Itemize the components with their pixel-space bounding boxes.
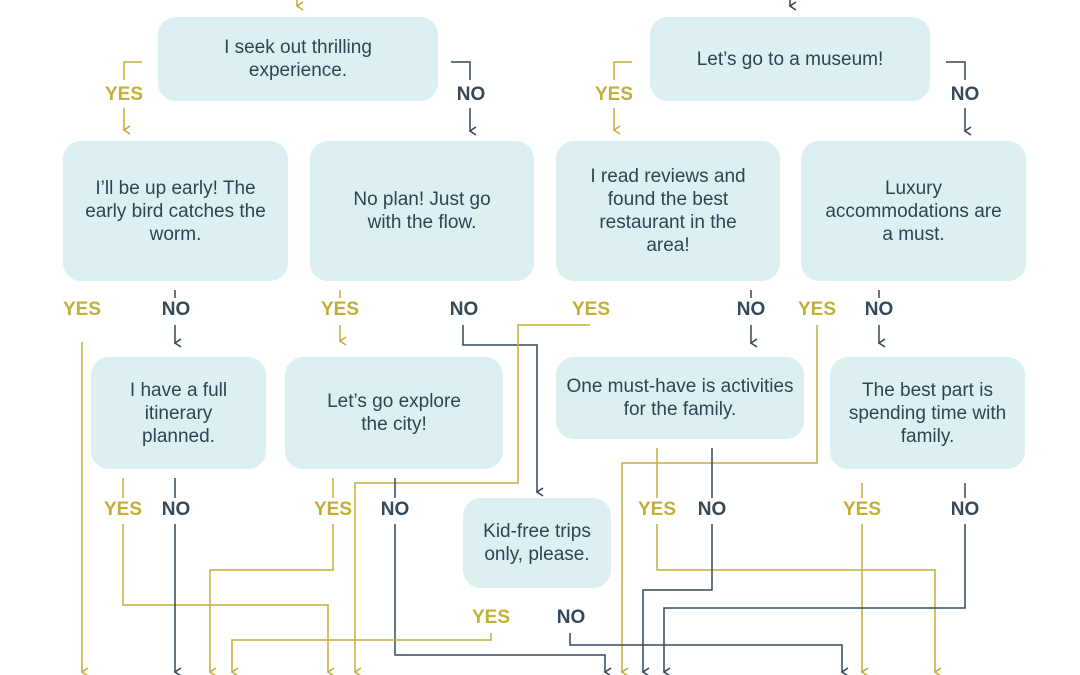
node-museum: Let’s go to a museum! [650,17,930,101]
label-luxury-yes: YES [797,299,837,320]
familyact-no-line [643,448,713,672]
label-reviews-yes: YES [571,299,611,320]
familyact-yes-line [656,448,935,672]
node-family-time: The best part is spending time with fami… [830,357,1025,469]
node-thrill: I seek out thrilling experience. [158,17,438,101]
node-itinerary: I have a full itinerary planned. [91,357,266,469]
museum-yes-line [614,61,632,130]
label-itinerary-no: NO [161,499,191,520]
label-kidfree-yes: YES [471,607,511,628]
node-luxury: Luxury accommodations are a must. [801,141,1026,281]
museum-no-line [946,61,965,131]
label-explore-no: NO [380,499,410,520]
explore-yes-line [210,478,334,672]
node-kid-free: Kid-free trips only, please. [463,498,611,588]
label-familytime-no: NO [950,499,980,520]
label-familyact-no: NO [697,499,727,520]
thrill-no-line [451,61,470,131]
label-kidfree-no: NO [556,607,586,628]
label-reviews-no: NO [736,299,766,320]
label-museum-yes: YES [594,84,634,105]
node-early-bird: I’ll be up early! The early bird catches… [63,141,288,281]
familytime-no-line [664,483,966,672]
label-familyact-yes: YES [637,499,677,520]
label-noplan-yes: YES [320,299,360,320]
kidfree-no-line [569,633,849,675]
thrill-yes-line [124,61,142,130]
label-luxury-no: NO [864,299,894,320]
node-explore-city: Let’s go explore the city! [285,357,503,469]
itinerary-yes-line [122,478,328,672]
reviews-yes-line [353,324,590,675]
label-familytime-yes: YES [842,499,882,520]
label-early-no: NO [161,299,191,320]
node-family-activities: One must-have is activities for the fami… [556,357,804,439]
node-no-plan: No plan! Just go with the flow. [310,141,534,281]
label-noplan-no: NO [449,299,479,320]
node-reviews: I read reviews and found the best restau… [556,141,780,281]
label-early-yes: YES [62,299,102,320]
label-explore-yes: YES [313,499,353,520]
noplan-no-line [462,325,544,497]
label-thrill-no: NO [456,84,486,105]
label-itinerary-yes: YES [103,499,143,520]
label-museum-no: NO [950,84,980,105]
luxury-yes-line [620,325,818,675]
label-thrill-yes: YES [104,84,144,105]
explore-no-line [394,478,605,672]
kidfree-yes-line [230,633,492,675]
